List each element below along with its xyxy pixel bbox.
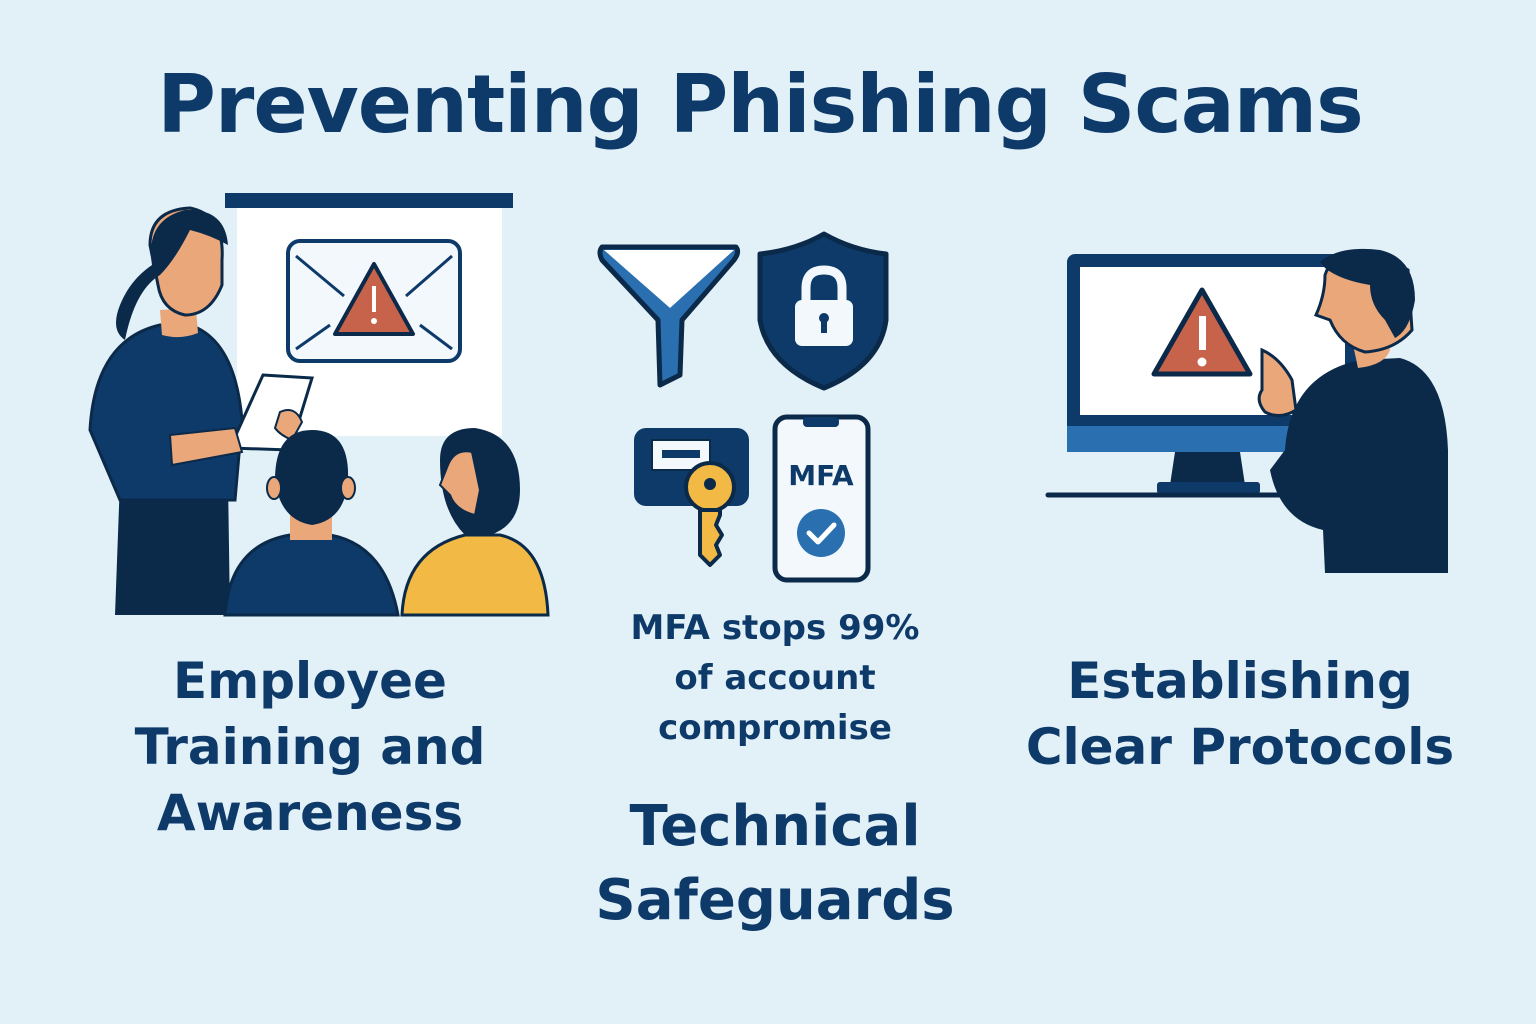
training-illustration xyxy=(88,193,550,617)
technical-icons: MFA xyxy=(597,231,889,583)
page-title: Preventing Phishing Scams xyxy=(157,58,1364,151)
protocols-illustration xyxy=(1045,248,1448,573)
email-warning-icon xyxy=(286,239,462,363)
mfa-label: MFA xyxy=(788,459,854,492)
projector-bar xyxy=(225,193,513,208)
technical-heading: Technical Safeguards xyxy=(595,794,955,933)
check-circle-icon xyxy=(797,509,845,557)
attendee-man xyxy=(223,430,400,617)
attendee-woman xyxy=(400,428,550,617)
mfa-phone-icon: MFA xyxy=(772,414,871,583)
shield-lock-icon xyxy=(757,231,889,391)
filter-funnel-icon xyxy=(597,244,741,388)
keycard-key-icon xyxy=(634,428,749,567)
training-heading: Employee Training and Awareness xyxy=(134,652,486,842)
presenter-woman xyxy=(88,206,314,615)
person-pointing xyxy=(1257,248,1448,573)
mfa-stat: MFA stops 99% of account compromise xyxy=(630,608,920,748)
protocols-heading: Establishing Clear Protocols xyxy=(1025,652,1455,776)
